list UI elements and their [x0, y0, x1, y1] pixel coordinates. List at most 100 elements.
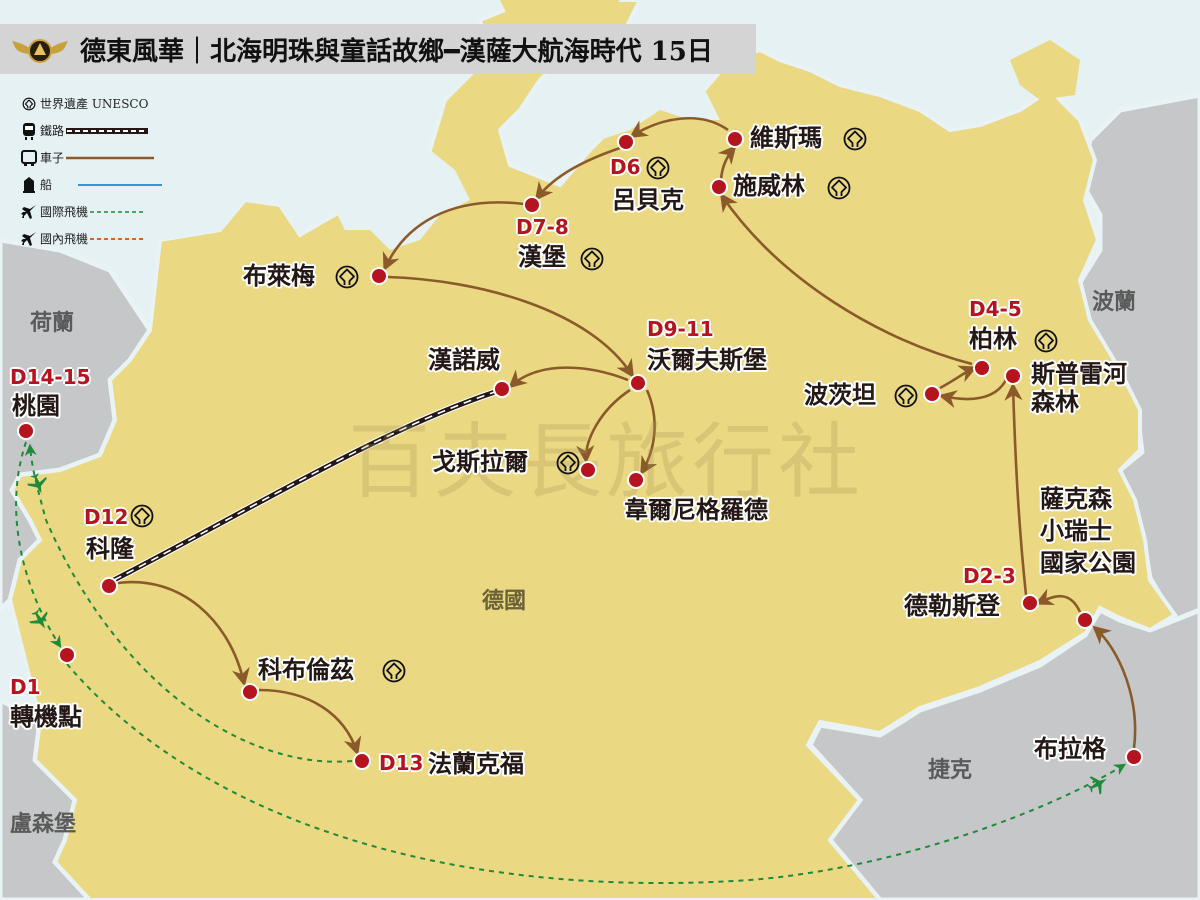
unesco-icon	[827, 176, 851, 200]
legend-item-ship: 船	[20, 171, 170, 198]
stop-marker-wolfsburg[interactable]	[629, 374, 647, 392]
city-label-wismar: 維斯瑪	[750, 124, 822, 152]
legend-label: 車子	[40, 151, 65, 165]
city-label-schwerin: 施威林	[733, 172, 805, 200]
legend-item-intl-flight: 國際飛機	[20, 198, 170, 225]
city-label-hamburg: 漢堡	[518, 243, 566, 271]
title-bar: 德東風華｜北海明珠與童話故鄉━漢薩大航海時代 15日	[0, 24, 756, 74]
legend-item-railway: 鐵路	[20, 117, 170, 144]
stop-marker-cologne[interactable]	[100, 577, 118, 595]
page-title: 德東風華｜北海明珠與童話故鄉━漢薩大航海時代 15日	[80, 36, 713, 67]
international-flight-route	[15, 441, 62, 649]
unesco-icon	[20, 95, 38, 113]
stop-marker-schwerin[interactable]	[710, 178, 728, 196]
legend-item-car: 車子	[20, 144, 170, 171]
car-route	[258, 688, 362, 756]
bus-icon	[20, 149, 38, 167]
ship-icon	[20, 176, 38, 194]
car-route	[717, 145, 737, 181]
legend-label: 鐵路	[40, 124, 65, 138]
north-sea-coast	[160, 150, 330, 240]
legend-item-unesco: 世界遺產 UNESCO	[20, 90, 170, 117]
unesco-icon	[580, 247, 604, 271]
stop-marker-saxon[interactable]	[1076, 611, 1094, 629]
city-label-cologne: 科隆	[86, 535, 134, 563]
stop-marker-taoyuan[interactable]	[17, 422, 35, 440]
intl-flight-line-sample	[90, 210, 147, 213]
stop-marker-wernigerode[interactable]	[627, 471, 645, 489]
city-label-wolfsburg: 沃爾夫斯堡	[647, 346, 767, 374]
unesco-icon	[382, 659, 406, 683]
car-route	[1034, 588, 1082, 613]
day-badge-cologne: D12	[84, 505, 129, 529]
unesco-icon	[1034, 329, 1058, 353]
legend-label: 船	[40, 178, 53, 192]
plane-icon	[29, 609, 48, 629]
plane-icon	[20, 203, 38, 221]
country-label: 德國	[482, 588, 527, 614]
stop-marker-hanover[interactable]	[493, 380, 511, 398]
city-label-transit: 轉機點	[10, 703, 82, 731]
plane-icon	[1087, 776, 1107, 795]
legend-item-domestic-flight: 國內飛機	[20, 225, 170, 252]
city-label-hanover: 漢諾威	[428, 346, 500, 374]
railway-route-dash	[113, 391, 496, 581]
car-route	[382, 201, 525, 272]
car-route	[508, 366, 629, 389]
plane-icon	[27, 473, 47, 494]
city-label-spreewald: 斯普雷河森林	[1031, 360, 1127, 416]
rugen-island	[1010, 40, 1080, 100]
stop-marker-transit[interactable]	[58, 646, 76, 664]
country-label: 波蘭	[1092, 289, 1137, 315]
stop-marker-bremen[interactable]	[370, 267, 388, 285]
city-label-prague: 布拉格	[1034, 735, 1106, 763]
country-label: 盧森堡	[10, 811, 77, 837]
car-route	[387, 275, 634, 379]
stop-marker-prague[interactable]	[1125, 748, 1143, 766]
train-icon	[20, 122, 38, 140]
legend: 世界遺產 UNESCO 鐵路 車子 船 國際飛機 國內飛機	[20, 90, 170, 252]
stop-marker-dresden[interactable]	[1021, 594, 1039, 612]
stop-marker-goslar[interactable]	[579, 461, 597, 479]
car-route	[1092, 625, 1137, 749]
plane-icon	[20, 230, 38, 248]
stop-marker-potsdam[interactable]	[923, 385, 941, 403]
stop-marker-berlin[interactable]	[973, 359, 991, 377]
car-route	[719, 193, 973, 366]
car-route	[628, 117, 729, 138]
unesco-icon	[130, 504, 154, 528]
car-route	[938, 379, 1008, 408]
unesco-icon	[556, 451, 580, 475]
city-label-wernigerode: 韋爾尼格羅德	[624, 496, 768, 524]
watermark: 百夫長旅行社	[348, 415, 865, 510]
unesco-icon	[335, 265, 359, 289]
car-route	[939, 365, 978, 390]
city-label-lubeck: 呂貝克	[612, 186, 684, 214]
day-badge-hamburg: D7-8	[516, 215, 569, 239]
domestic-flight-line-sample	[90, 237, 147, 240]
country-label: 捷克	[928, 757, 973, 783]
stop-marker-frankfurt[interactable]	[353, 752, 371, 770]
stop-marker-lubeck[interactable]	[617, 133, 635, 151]
north-sea-inlet	[330, 150, 470, 250]
car-route	[534, 146, 621, 201]
day-badge-frankfurt: D13	[379, 751, 424, 775]
day-badge-wolfsburg: D9-11	[647, 317, 714, 341]
car-route	[1004, 382, 1028, 596]
unesco-icon	[894, 384, 918, 408]
route-lines	[15, 117, 1137, 885]
unesco-icon	[646, 156, 670, 180]
poland-region	[1072, 92, 1200, 900]
legend-label: 國際飛機	[40, 205, 89, 219]
city-label-dresden: 德勒斯登	[904, 592, 1000, 620]
stop-marker-spreewald[interactable]	[1004, 367, 1022, 385]
city-label-koblenz: 科布倫茲	[258, 656, 354, 684]
stop-marker-wismar[interactable]	[726, 130, 744, 148]
legend-label: 國內飛機	[40, 232, 89, 246]
car-route	[640, 389, 658, 476]
day-badge-berlin: D4-5	[969, 297, 1022, 321]
stop-marker-koblenz[interactable]	[241, 683, 259, 701]
city-label-goslar: 戈斯拉爾	[432, 448, 528, 476]
stop-marker-hamburg[interactable]	[523, 196, 541, 214]
ship-line-sample	[78, 183, 163, 186]
